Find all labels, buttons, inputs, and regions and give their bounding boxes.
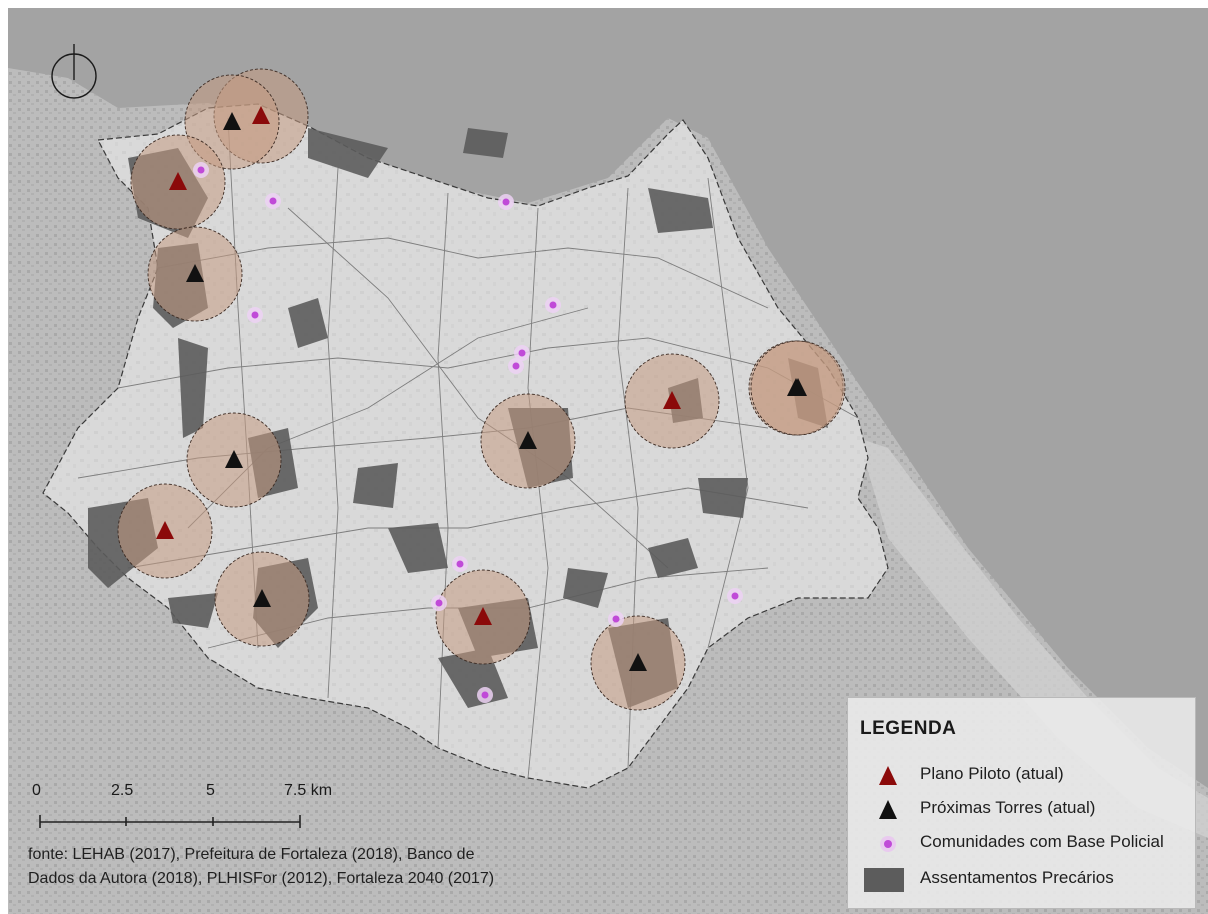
triangle-icon <box>879 766 897 785</box>
site-marker-layer <box>156 106 807 671</box>
source-line-2: Dados da Autora (2018), PLHISFor (2012),… <box>28 870 495 887</box>
police-base-point-12[interactable] <box>481 691 489 699</box>
plano-piloto-marker-11[interactable] <box>474 607 492 625</box>
north-arrow-icon <box>51 44 97 99</box>
plano-piloto-marker-6[interactable] <box>156 521 174 539</box>
legend-label-base-policial: Comunidades com Base Policial <box>920 832 1164 851</box>
proximas-torres-marker-8[interactable] <box>519 431 537 449</box>
police-base-point-1[interactable] <box>197 166 205 174</box>
scale-bar-line <box>39 815 301 828</box>
source-line-1: fonte: LEHAB (2017), Prefeitura de Forta… <box>28 846 475 863</box>
police-base-point-2[interactable] <box>269 197 277 205</box>
legend-label-plano-piloto: Plano Piloto (atual) <box>920 764 1064 783</box>
police-base-point-4[interactable] <box>549 301 557 309</box>
police-base-point-5[interactable] <box>251 311 259 319</box>
legend-item-assentamentos: Assentamentos Precários <box>848 863 1195 897</box>
police-base-layer <box>193 162 743 703</box>
scale-label-0: 0 <box>32 782 41 799</box>
legend-label-assentamentos: Assentamentos Precários <box>920 868 1114 887</box>
proximas-torres-marker-5[interactable] <box>225 450 243 468</box>
legend-panel: LEGENDA Plano Piloto (atual) Próximas To… <box>847 697 1196 909</box>
proximas-torres-marker-13[interactable] <box>789 378 807 396</box>
proximas-torres-marker-2[interactable] <box>223 112 241 130</box>
police-base-point-10[interactable] <box>612 615 620 623</box>
legend-item-plano-piloto: Plano Piloto (atual) <box>848 759 1195 793</box>
police-base-point-9[interactable] <box>435 599 443 607</box>
plano-piloto-marker-9[interactable] <box>663 391 681 409</box>
rect-icon <box>864 868 904 892</box>
police-base-point-7[interactable] <box>512 362 520 370</box>
police-base-point-3[interactable] <box>502 198 510 206</box>
proximas-torres-marker-7[interactable] <box>253 589 271 607</box>
legend-title: LEGENDA <box>860 718 957 739</box>
scale-label-5: 5 <box>206 782 215 799</box>
triangle-icon <box>879 800 897 819</box>
scale-label-2-5: 2.5 <box>111 782 134 799</box>
police-base-point-8[interactable] <box>456 560 464 568</box>
plano-piloto-marker-3[interactable] <box>169 172 187 190</box>
legend-label-proximas-torres: Próximas Torres (atual) <box>920 798 1096 817</box>
scale-bar: 0 2.5 5 7.5 km <box>26 782 332 832</box>
police-base-point-11[interactable] <box>731 592 739 600</box>
police-base-point-6[interactable] <box>518 349 526 357</box>
source-note: fonte: LEHAB (2017), Prefeitura de Forta… <box>28 843 588 891</box>
plano-piloto-marker-1[interactable] <box>252 106 270 124</box>
dot-icon <box>880 836 896 852</box>
proximas-torres-marker-4[interactable] <box>186 264 204 282</box>
legend-item-base-policial: Comunidades com Base Policial <box>848 827 1195 861</box>
proximas-torres-marker-12[interactable] <box>629 653 647 671</box>
scale-label-7-5: 7.5 km <box>284 782 333 799</box>
legend-item-proximas-torres: Próximas Torres (atual) <box>848 793 1195 827</box>
